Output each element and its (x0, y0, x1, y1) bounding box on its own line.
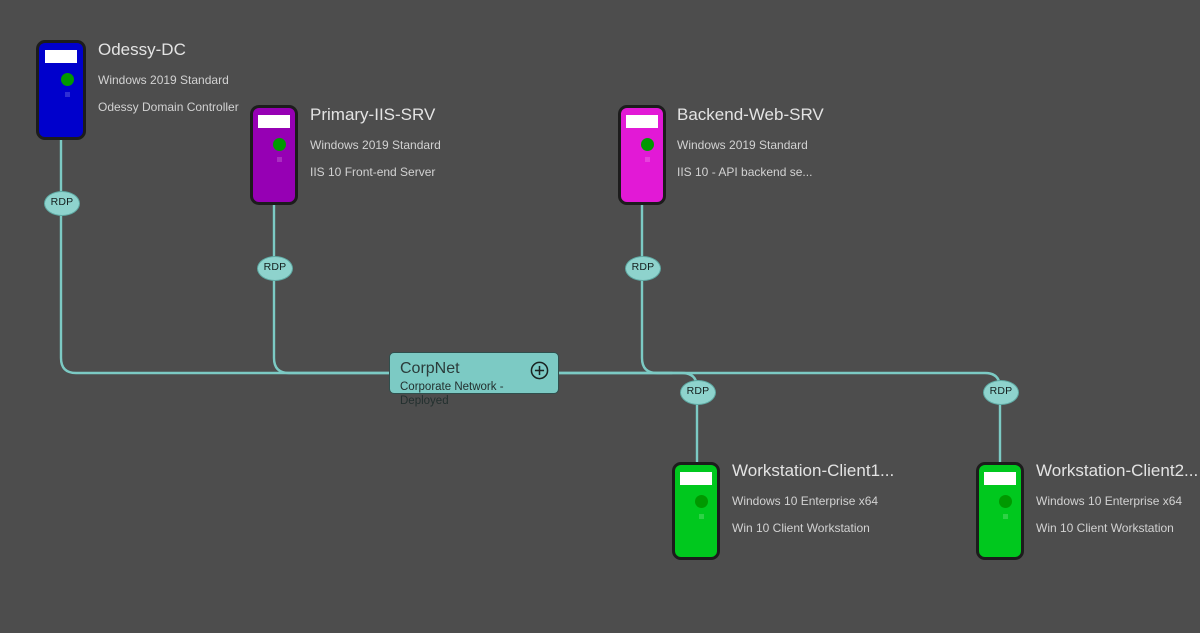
node-screen-bar (680, 472, 712, 485)
machine-name: Primary-IIS-SRV (310, 105, 436, 124)
node-detail-mark (65, 92, 70, 97)
machine-role: IIS 10 Front-end Server (310, 165, 436, 179)
connection-badge-conn-workstation-client1[interactable]: RDP (680, 379, 716, 405)
machine-node-workstation-client2[interactable] (976, 462, 1024, 560)
plus-circle-icon[interactable] (530, 361, 549, 380)
machine-role: IIS 10 - API backend se... (677, 165, 813, 179)
machine-name: Workstation-Client2... (1036, 461, 1199, 480)
connection-badge-conn-primary-iis-srv[interactable]: RDP (257, 255, 293, 281)
node-screen-bar (44, 50, 78, 63)
status-indicator-dot (273, 138, 286, 151)
machine-os: Windows 2019 Standard (98, 73, 229, 87)
wire-segment (640, 203, 674, 375)
connection-badge-conn-workstation-client2[interactable]: RDP (983, 379, 1019, 405)
node-detail-mark (645, 157, 650, 162)
node-screen-bar (626, 115, 658, 128)
wire-segment (272, 203, 391, 375)
machine-node-odessy-dc[interactable] (36, 40, 86, 140)
network-title: CorpNet (400, 360, 460, 377)
machine-role: Odessy Domain Controller (98, 100, 239, 114)
node-screen-bar (984, 472, 1016, 485)
machine-os: Windows 10 Enterprise x64 (732, 494, 879, 508)
machine-role: Win 10 Client Workstation (1036, 521, 1174, 535)
machine-name: Workstation-Client1... (732, 461, 895, 480)
machine-node-primary-iis-srv[interactable] (250, 105, 298, 205)
machine-name: Backend-Web-SRV (677, 105, 824, 124)
machine-name: Odessy-DC (98, 40, 186, 59)
machine-os: Windows 2019 Standard (310, 138, 441, 152)
machine-label-workstation-client2: Workstation-Client2... Windows 10 Enterpr… (1036, 461, 1198, 536)
machine-label-workstation-client1: Workstation-Client1... Windows 10 Enterpr… (732, 461, 894, 536)
node-screen-bar (258, 115, 290, 128)
machine-node-backend-web-srv[interactable] (618, 105, 666, 205)
machine-os: Windows 2019 Standard (677, 138, 808, 152)
machine-role: Win 10 Client Workstation (732, 521, 870, 535)
wire-segment (557, 371, 699, 464)
status-indicator-dot (61, 73, 74, 86)
machine-node-workstation-client1[interactable] (672, 462, 720, 560)
network-node-corpnet[interactable]: CorpNet Corporate Network - Deployed (389, 352, 559, 407)
connection-badge-conn-backend-web-srv[interactable]: RDP (625, 255, 661, 281)
connection-badge-conn-odessy-dc[interactable]: RDP (44, 190, 80, 216)
status-indicator-dot (695, 495, 708, 508)
node-detail-mark (699, 514, 704, 519)
network-subtitle: Corporate Network - Deployed (400, 381, 504, 407)
status-indicator-dot (641, 138, 654, 151)
wire-segment (557, 371, 1002, 464)
node-detail-mark (1003, 514, 1008, 519)
status-indicator-dot (999, 495, 1012, 508)
node-detail-mark (277, 157, 282, 162)
machine-os: Windows 10 Enterprise x64 (1036, 494, 1183, 508)
